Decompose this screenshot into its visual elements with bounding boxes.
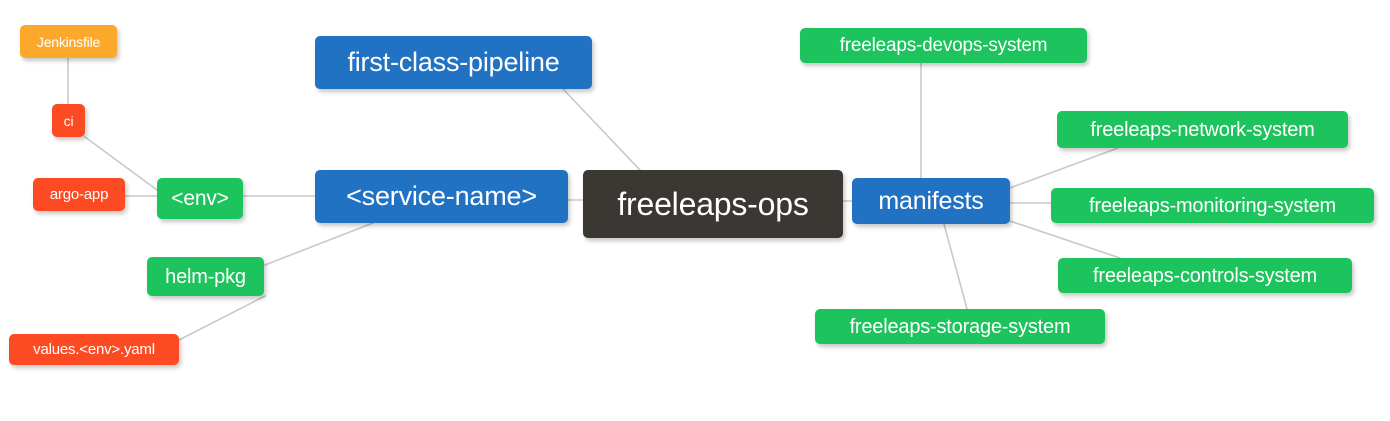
node-helm-pkg[interactable]: helm-pkg	[147, 257, 264, 296]
node-freeleaps-ops[interactable]: freeleaps-ops	[583, 170, 843, 238]
node-label-env: <env>	[171, 187, 229, 210]
node-argo-app[interactable]: argo-app	[33, 178, 125, 211]
node-label-first-class-pipeline: first-class-pipeline	[347, 47, 560, 77]
node-label-helm-pkg: helm-pkg	[165, 265, 246, 288]
node-jenkinsfile[interactable]: Jenkinsfile	[20, 25, 117, 58]
node-label-freeleaps-controls-system: freeleaps-controls-system	[1093, 264, 1317, 287]
node-env[interactable]: <env>	[157, 178, 243, 219]
edge-manifests-to-freeleaps-storage-system	[943, 223, 968, 310]
node-label-manifests: manifests	[878, 186, 984, 215]
node-label-jenkinsfile: Jenkinsfile	[36, 33, 101, 50]
node-label-service-name: <service-name>	[346, 181, 537, 211]
edge-manifests-to-freeleaps-network-system	[1009, 147, 1119, 189]
node-first-class-pipeline[interactable]: first-class-pipeline	[315, 36, 592, 89]
node-label-freeleaps-monitoring-system: freeleaps-monitoring-system	[1089, 194, 1336, 217]
node-label-freeleaps-ops: freeleaps-ops	[617, 186, 809, 222]
node-label-freeleaps-storage-system: freeleaps-storage-system	[849, 315, 1071, 338]
edge-helm-pkg-to-service-name	[264, 222, 374, 266]
node-freeleaps-controls-system[interactable]: freeleaps-controls-system	[1058, 258, 1352, 293]
node-ci[interactable]: ci	[52, 104, 85, 137]
node-freeleaps-network-system[interactable]: freeleaps-network-system	[1057, 111, 1348, 148]
node-service-name[interactable]: <service-name>	[315, 170, 568, 223]
edge-manifests-to-freeleaps-controls-system	[1009, 220, 1121, 259]
node-values-yaml[interactable]: values.<env>.yaml	[9, 334, 179, 365]
node-freeleaps-storage-system[interactable]: freeleaps-storage-system	[815, 309, 1105, 344]
node-label-argo-app: argo-app	[49, 186, 109, 203]
node-label-values-yaml: values.<env>.yaml	[33, 341, 155, 358]
node-label-ci: ci	[63, 112, 74, 129]
node-label-freeleaps-network-system: freeleaps-network-system	[1090, 118, 1315, 141]
node-freeleaps-devops-system[interactable]: freeleaps-devops-system	[800, 28, 1087, 63]
node-label-freeleaps-devops-system: freeleaps-devops-system	[839, 35, 1048, 56]
node-manifests[interactable]: manifests	[852, 178, 1010, 224]
edge-first-class-pipeline-to-freeleaps-ops	[562, 88, 641, 171]
node-freeleaps-monitoring-system[interactable]: freeleaps-monitoring-system	[1051, 188, 1374, 223]
edge-values-yaml-to-helm-pkg	[178, 295, 266, 341]
